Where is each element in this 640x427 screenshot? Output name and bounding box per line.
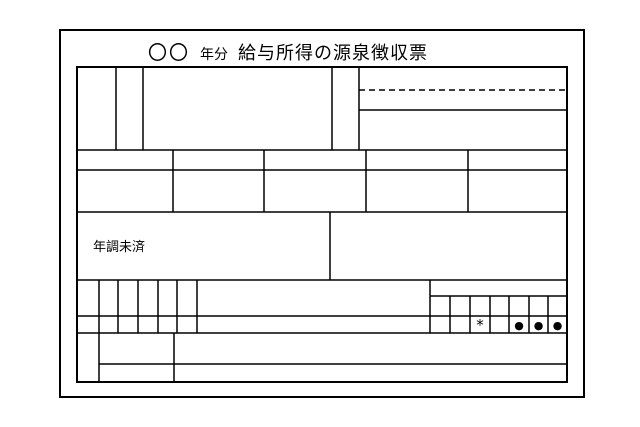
form-title-text: 給与所得の源泉徴収票 xyxy=(238,43,429,64)
year-placeholder-marks: 〇〇 xyxy=(148,42,191,64)
dot-mark: ● xyxy=(553,319,563,332)
asterisk-mark: * xyxy=(476,316,484,334)
dot-mark: ● xyxy=(534,319,544,332)
inner-table-frame xyxy=(76,66,568,383)
year-end-adjustment-label: 年調未済 xyxy=(93,240,146,255)
year-suffix-label: 年分 xyxy=(200,47,229,63)
outer-frame xyxy=(59,29,585,398)
dot-mark: ● xyxy=(514,319,524,332)
form-title: 〇〇 年分 給与所得の源泉徴収票 xyxy=(148,38,428,64)
